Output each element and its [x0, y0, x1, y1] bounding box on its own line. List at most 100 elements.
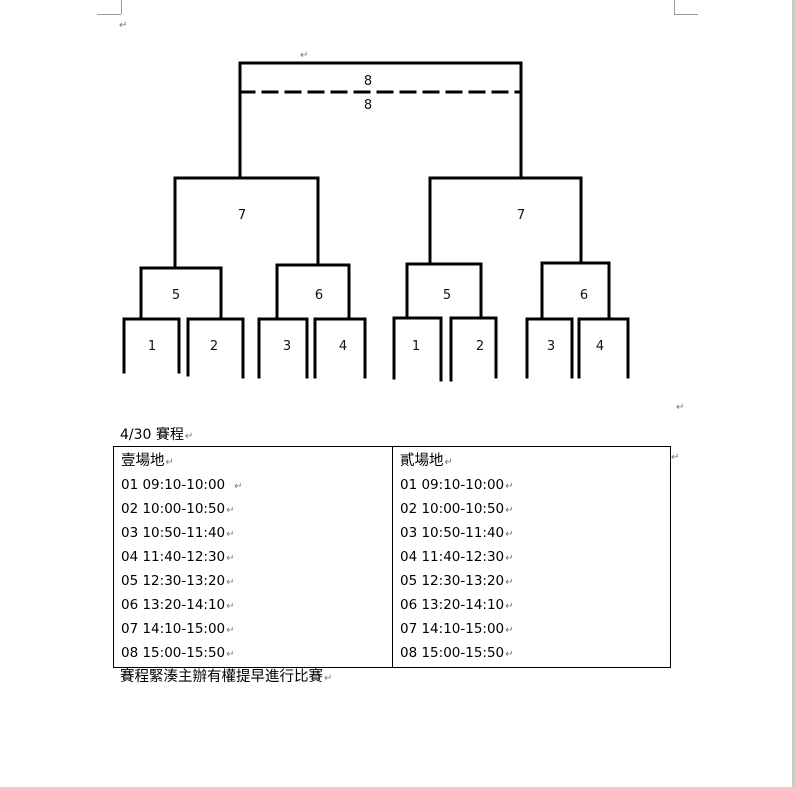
- round1-slot-8: [577, 317, 630, 379]
- paragraph-mark-icon: ↵: [505, 529, 514, 540]
- paragraph-mark-icon: ↵: [234, 481, 243, 492]
- paragraph-mark-icon: ↵: [505, 481, 514, 492]
- round1-label-1: 1: [148, 339, 156, 354]
- round1-slot-1: [122, 317, 181, 374]
- table-row: 壹場地↵ 01 09:10-10:00↵ 02 10:00-10:50↵ 03 …: [113, 446, 671, 668]
- schedule-heading-text: 4/30 賽程: [120, 427, 184, 443]
- footnote-text: 賽程緊湊主辦有權提早進行比賽: [120, 669, 323, 685]
- semifinal-connector-right: [428, 176, 583, 266]
- round2-label-2: 6: [315, 288, 323, 303]
- venue-name: 貳場地↵: [400, 449, 664, 473]
- paragraph-mark-icon: ↵: [226, 649, 235, 660]
- time-slot-text: 08 15:00-15:50: [400, 645, 505, 661]
- final-connector: [238, 61, 523, 179]
- paragraph-mark-icon: ↵: [226, 625, 235, 636]
- time-slot-text: 07 14:10-15:00: [400, 621, 505, 637]
- round2-label-4: 6: [580, 288, 588, 303]
- semifinal-label-right: 7: [517, 208, 525, 223]
- time-slot: 06 13:20-14:10↵: [400, 593, 664, 617]
- venue-column-1: 壹場地↵ 01 09:10-10:00↵ 02 10:00-10:50↵ 03 …: [113, 446, 393, 668]
- venue-name: 壹場地↵: [121, 449, 386, 473]
- tournament-bracket: 8 8 7 7 5 6 5 6 1 2 3 4 1 2 3 4: [122, 61, 630, 382]
- time-slot: 01 09:10-10:00↵: [400, 473, 664, 497]
- round1-label-6: 2: [476, 339, 484, 354]
- paragraph-mark-icon: ↵: [505, 577, 514, 588]
- semifinal-label-left: 7: [238, 208, 246, 223]
- time-slot: 04 11:40-12:30↵: [400, 545, 664, 569]
- schedule-footnote: 賽程緊湊主辦有權提早進行比賽↵: [120, 665, 332, 686]
- final-label-bottom: 8: [364, 98, 372, 113]
- paragraph-mark-icon: ↵: [505, 649, 514, 660]
- margin-corner-left: [97, 0, 122, 15]
- time-slot: 03 10:50-11:40↵: [121, 521, 386, 545]
- time-slot: 05 12:30-13:20↵: [400, 569, 664, 593]
- paragraph-mark-icon: ↵: [505, 601, 514, 612]
- time-slot-text: 02 10:00-10:50: [121, 501, 226, 517]
- venue-column-2: 貳場地↵ 01 09:10-10:00↵ 02 10:00-10:50↵ 03 …: [392, 446, 671, 668]
- schedule-table: 壹場地↵ 01 09:10-10:00↵ 02 10:00-10:50↵ 03 …: [113, 446, 671, 668]
- time-slot-text: 03 10:50-11:40: [400, 525, 505, 541]
- time-slot-text: 07 14:10-15:00: [121, 621, 226, 637]
- paragraph-mark-icon: ↵: [324, 673, 333, 684]
- paragraph-mark-icon: ↵: [671, 452, 680, 463]
- time-slot-text: 03 10:50-11:40: [121, 525, 226, 541]
- round1-slot-5: [392, 316, 443, 382]
- round2-connector-right-a: [405, 262, 483, 320]
- paragraph-mark-icon: ↵: [444, 457, 453, 468]
- paragraph-mark-icon: ↵: [226, 553, 235, 564]
- time-slot-text: 06 13:20-14:10: [121, 597, 226, 613]
- paragraph-mark-icon: ↵: [119, 20, 128, 31]
- round1-slot-2: [186, 317, 245, 379]
- round1-slot-7: [525, 317, 574, 379]
- time-slot: 08 15:00-15:50↵: [121, 641, 386, 665]
- time-slot-text: 01 09:10-10:00: [121, 477, 226, 493]
- round1-label-7: 3: [547, 339, 555, 354]
- schedule-heading: 4/30 賽程↵: [120, 424, 193, 444]
- time-slot: 04 11:40-12:30↵: [121, 545, 386, 569]
- time-slot-text: 04 11:40-12:30: [121, 549, 226, 565]
- final-label-top: 8: [364, 74, 372, 89]
- semifinal-connector-left: [173, 176, 320, 270]
- paragraph-mark-icon: ↵: [226, 505, 235, 516]
- time-slot: 07 14:10-15:00↵: [121, 617, 386, 641]
- time-slot: 06 13:20-14:10↵: [121, 593, 386, 617]
- paragraph-mark-icon: ↵: [676, 402, 685, 413]
- venue-name-text: 壹場地: [121, 453, 165, 469]
- time-slot-text: 04 11:40-12:30: [400, 549, 505, 565]
- paragraph-mark-icon: ↵: [505, 505, 514, 516]
- time-slot: 03 10:50-11:40↵: [400, 521, 664, 545]
- round1-label-4: 4: [339, 339, 347, 354]
- paragraph-mark-icon: ↵: [184, 431, 194, 442]
- round2-connector-right-b: [540, 261, 611, 320]
- round2-label-3: 5: [443, 288, 451, 303]
- paragraph-mark-icon: ↵: [226, 577, 235, 588]
- time-slot: 08 15:00-15:50↵: [400, 641, 664, 665]
- time-slot: 01 09:10-10:00 ↵: [121, 473, 386, 497]
- time-slot-text: 05 12:30-13:20: [400, 573, 505, 589]
- round1-label-3: 3: [283, 339, 291, 354]
- round1-slot-6: [449, 316, 498, 382]
- round2-connector-left-b: [275, 263, 351, 320]
- round1-label-5: 1: [412, 339, 420, 354]
- time-slot-text: 01 09:10-10:00: [400, 477, 505, 493]
- paragraph-mark-icon: ↵: [226, 529, 235, 540]
- margin-corner-right: [674, 0, 698, 15]
- round1-label-2: 2: [210, 339, 218, 354]
- round1-label-8: 4: [596, 339, 604, 354]
- time-slot-text: 06 13:20-14:10: [400, 597, 505, 613]
- round1-slot-4: [313, 317, 367, 379]
- paragraph-mark-icon: ↵: [300, 50, 309, 61]
- time-slot-text: 05 12:30-13:20: [121, 573, 226, 589]
- page-right-edge: [792, 0, 795, 787]
- time-slot: 05 12:30-13:20↵: [121, 569, 386, 593]
- time-slot-text: 08 15:00-15:50: [121, 645, 226, 661]
- paragraph-mark-icon: ↵: [505, 553, 514, 564]
- round1-slot-3: [257, 317, 309, 379]
- paragraph-mark-icon: ↵: [165, 457, 174, 468]
- paragraph-mark-icon: ↵: [505, 625, 514, 636]
- time-slot-text: 02 10:00-10:50: [400, 501, 505, 517]
- time-slot: 02 10:00-10:50↵: [121, 497, 386, 521]
- round2-label-1: 5: [172, 288, 180, 303]
- paragraph-mark-icon: ↵: [226, 601, 235, 612]
- time-slot: 07 14:10-15:00↵: [400, 617, 664, 641]
